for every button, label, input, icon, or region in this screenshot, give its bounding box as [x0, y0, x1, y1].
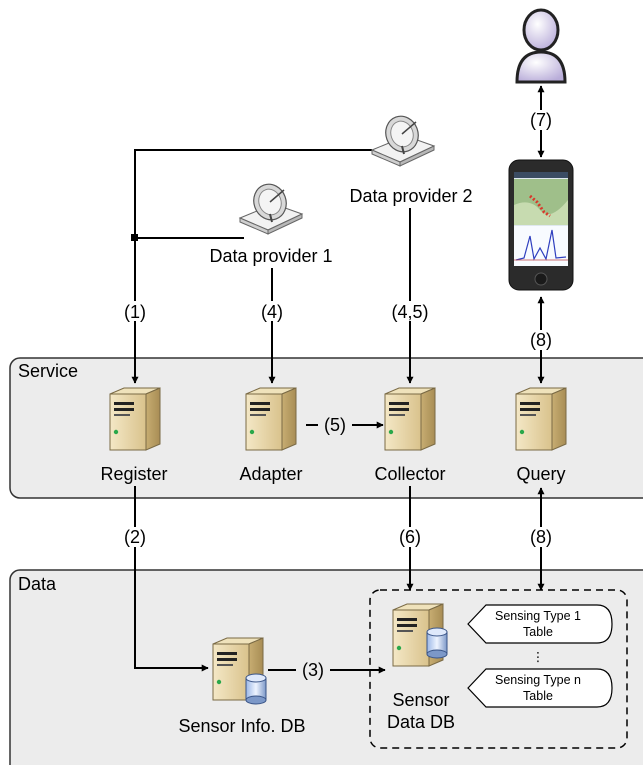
database-cylinder-icon — [245, 673, 267, 705]
step-label-1: (1) — [118, 301, 152, 322]
database-cylinder-icon — [426, 627, 448, 659]
table-ellipsis: ⋮ — [532, 650, 545, 664]
data-region-label: Data — [18, 574, 57, 594]
data-provider-1: Data provider 1 — [209, 178, 333, 266]
svg-text:(8): (8) — [530, 527, 552, 547]
adapter-label: Adapter — [239, 464, 302, 484]
satellite-dish-icon — [371, 110, 435, 167]
sensor-info-db: Sensor Info. DB — [178, 637, 306, 736]
collector-label: Collector — [374, 464, 445, 484]
register-server: Register — [100, 387, 168, 484]
svg-text:(7): (7) — [530, 110, 552, 130]
svg-text:(6): (6) — [399, 527, 421, 547]
server-icon — [384, 387, 436, 451]
step-label-4: (4) — [255, 301, 289, 322]
step-label-7: (7) — [524, 110, 558, 130]
step-label-8-bottom: (8) — [524, 527, 558, 547]
svg-text:Table: Table — [523, 625, 553, 639]
server-icon — [245, 387, 297, 451]
step-label-4-5: (4,5) — [387, 301, 433, 322]
server-icon — [515, 387, 567, 451]
svg-text:(3): (3) — [302, 660, 324, 680]
sensor-data-db-label-line1: Sensor — [392, 690, 449, 710]
svg-text:Sensing Type n: Sensing Type n — [495, 673, 581, 687]
svg-text:(5): (5) — [324, 415, 346, 435]
user-icon — [515, 8, 567, 84]
step-label-5: (5) — [318, 415, 352, 435]
svg-text:(4): (4) — [261, 302, 283, 322]
step-label-8-top: (8) — [524, 330, 558, 350]
sensor-data-db: Sensor Data DB — [387, 603, 455, 732]
service-region-label: Service — [18, 361, 78, 381]
data-provider-2-label: Data provider 2 — [349, 186, 472, 206]
register-label: Register — [100, 464, 167, 484]
query-server: Query — [515, 387, 567, 484]
svg-text:(8): (8) — [530, 330, 552, 350]
svg-text:Table: Table — [523, 689, 553, 703]
step-label-2: (2) — [118, 527, 152, 547]
collector-server: Collector — [374, 387, 446, 484]
svg-text:(1): (1) — [124, 302, 146, 322]
sensor-data-db-label-line2: Data DB — [387, 712, 455, 732]
smartphone-icon — [502, 158, 580, 296]
data-provider-2: Data provider 2 — [349, 110, 473, 206]
svg-text:Sensing Type 1: Sensing Type 1 — [495, 609, 581, 623]
sensing-type-1-table: Sensing Type 1 Table — [467, 604, 613, 644]
svg-text:(4,5): (4,5) — [391, 302, 428, 322]
step-label-6: (6) — [393, 527, 427, 547]
server-icon — [109, 387, 161, 451]
svg-text:(2): (2) — [124, 527, 146, 547]
sensing-type-n-table: Sensing Type n Table — [467, 668, 613, 708]
adapter-server: Adapter — [239, 387, 303, 484]
data-provider-1-label: Data provider 1 — [209, 246, 332, 266]
sensor-info-db-label: Sensor Info. DB — [178, 716, 305, 736]
step-label-3: (3) — [296, 660, 330, 680]
query-label: Query — [516, 464, 565, 484]
satellite-dish-icon — [239, 178, 303, 235]
